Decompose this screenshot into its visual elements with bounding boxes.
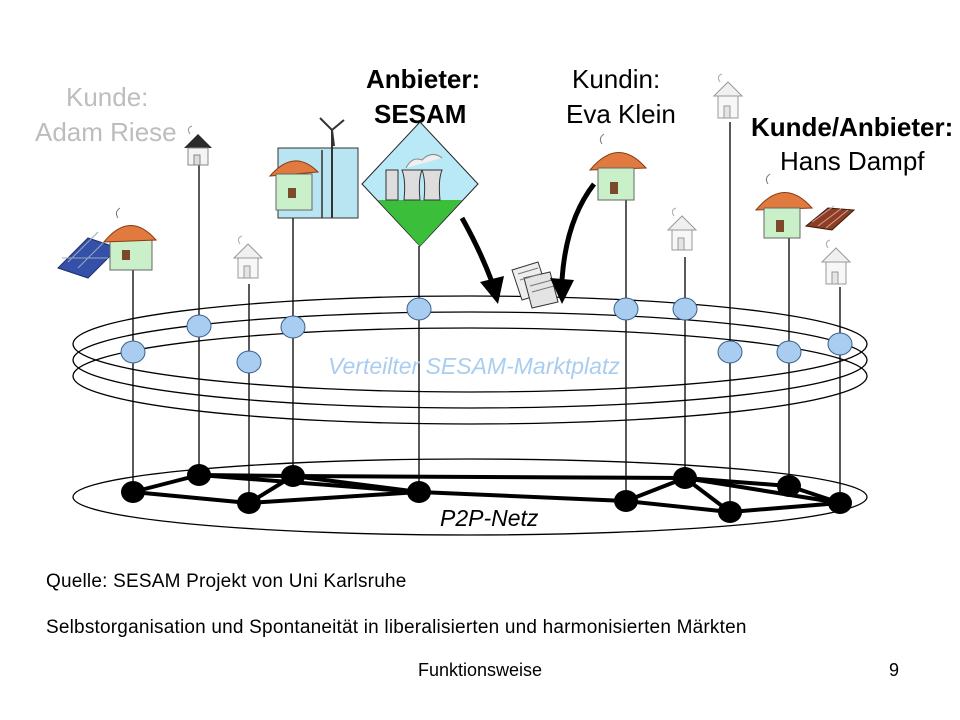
label-kundin-eva: Kundin: Eva Klein xyxy=(566,64,676,129)
label-anbieter-sesam: Anbieter: SESAM xyxy=(366,64,480,129)
source-caption: Quelle: SESAM Projekt von Uni Karlsruhe xyxy=(46,571,407,592)
marketplace-layer xyxy=(72,295,868,425)
p2p-node xyxy=(777,475,801,497)
wind-turbine-house-icon xyxy=(268,117,359,219)
marketplace-node xyxy=(613,297,639,321)
solar-house-icon xyxy=(57,207,158,279)
actor-connectors xyxy=(132,122,841,351)
p2p-layer-ellipse xyxy=(72,458,868,536)
actor-role: Kundin: xyxy=(572,64,660,94)
p2p-node xyxy=(828,492,852,514)
house-faded-icon xyxy=(666,207,698,251)
marketplace-node xyxy=(827,332,853,356)
p2p-node xyxy=(121,481,145,503)
actor-name: Hans Dampf xyxy=(780,146,925,176)
documents-icon xyxy=(511,261,559,309)
marketplace-node xyxy=(280,315,306,339)
actor-role: Anbieter: xyxy=(366,64,480,94)
arrow-sesam-to-market xyxy=(459,216,504,304)
p2p-node xyxy=(187,464,211,486)
p2p-node xyxy=(407,481,431,503)
p2p-node xyxy=(718,501,742,523)
marketplace-node xyxy=(120,340,146,364)
marketplace-node xyxy=(236,350,262,374)
p2p-nodes xyxy=(121,464,852,523)
marketplace-node xyxy=(672,297,698,321)
marketplace-node xyxy=(186,314,212,338)
house-faded-icon xyxy=(232,235,264,279)
p2p-label: P2P-Netz xyxy=(440,505,539,531)
label-kunde-anbieter-hans: Kunde/Anbieter: Hans Dampf xyxy=(751,112,953,176)
p2p-node xyxy=(237,492,261,514)
house-faded-icon xyxy=(820,239,852,285)
marketplace-node xyxy=(717,340,743,364)
page-number: 9 xyxy=(889,660,900,680)
marketplace-label: Verteilter SESAM-Marktplatz xyxy=(328,353,620,379)
subtitle-caption: Selbstorganisation und Spontaneität in l… xyxy=(46,617,747,638)
actor-role: Kunde: xyxy=(66,82,148,112)
arrow-eva-to-market xyxy=(550,182,596,304)
power-plant-icon xyxy=(361,121,479,247)
house-faded-icon xyxy=(712,73,744,119)
marketplace-node xyxy=(776,340,802,364)
actor-name: Eva Klein xyxy=(566,99,676,129)
house-eva-icon xyxy=(588,133,648,201)
house-hans-icon xyxy=(754,173,856,239)
actor-role: Kunde/Anbieter: xyxy=(751,112,953,142)
sesam-marketplace-diagram: Verteilter SESAM-Marktplatz P2P-Netz Kun… xyxy=(35,64,953,536)
footer-title: Funktionsweise xyxy=(417,660,543,680)
marketplace-node xyxy=(406,297,432,321)
house-faded-icon xyxy=(184,125,212,166)
p2p-node xyxy=(614,490,638,512)
actor-name: Adam Riese xyxy=(35,117,177,147)
marketplace-nodes xyxy=(120,297,853,374)
p2p-node xyxy=(673,467,697,489)
label-kunde-adam: Kunde: Adam Riese xyxy=(35,82,177,147)
p2p-node xyxy=(281,465,305,487)
